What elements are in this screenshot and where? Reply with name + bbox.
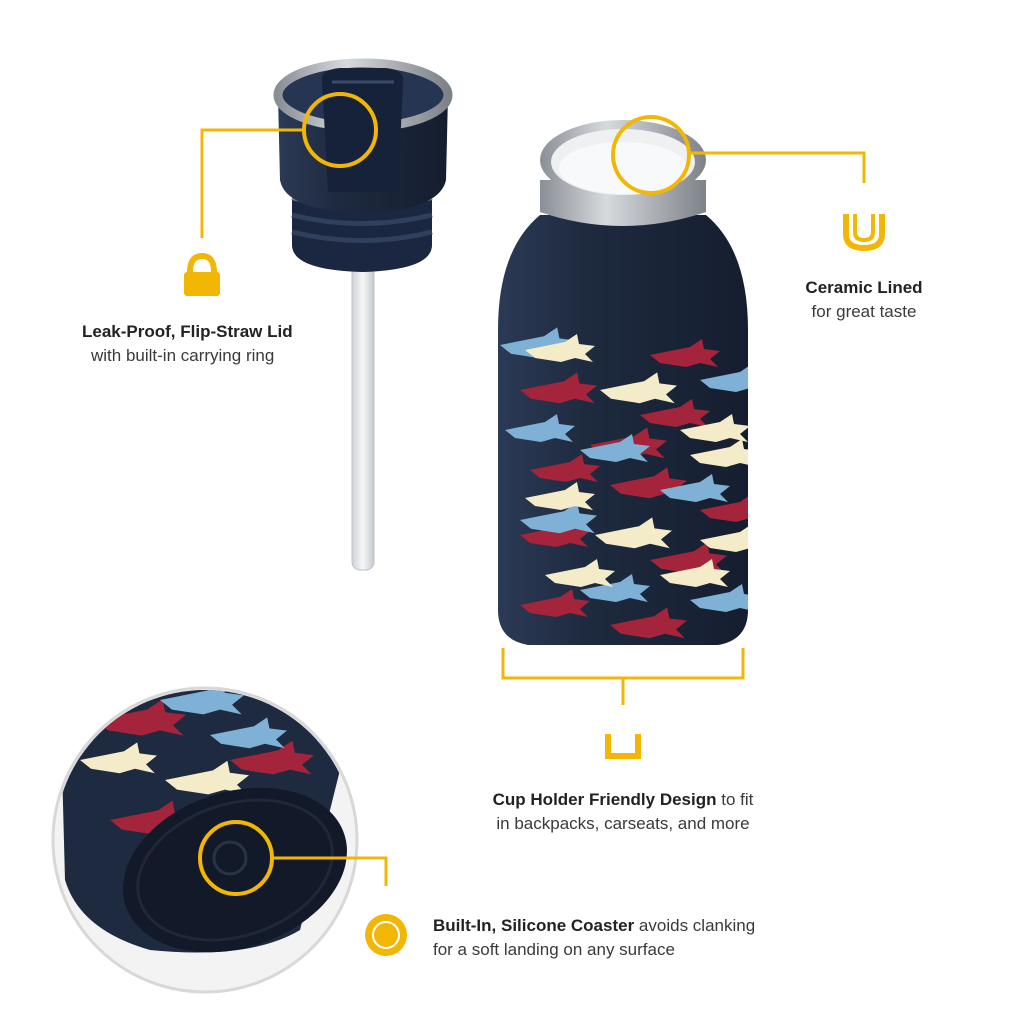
coaster-callout <box>198 820 388 896</box>
ceramic-callout <box>611 115 866 195</box>
lid-subtitle: with built-in carrying ring <box>91 346 275 365</box>
ceramic-interior <box>559 142 687 194</box>
magnified-base <box>51 686 359 994</box>
coaster-title-suffix: avoids clanking <box>634 916 756 935</box>
lid-caption: Leak-Proof, Flip-Straw Lid with built-in… <box>82 320 293 368</box>
ceramic-subtitle: for great taste <box>811 302 917 321</box>
coaster-disc-icon <box>365 914 407 956</box>
ceramic-caption: Ceramic Lined for great taste <box>784 276 944 324</box>
coaster-title: Built-In, Silicone Coaster <box>433 916 635 935</box>
lid-title: Leak-Proof, Flip-Straw Lid <box>82 322 293 341</box>
water-bottle <box>498 120 748 645</box>
cupholder-title-suffix: to fit <box>716 790 754 809</box>
cup-lining-icon <box>843 214 885 252</box>
cupholder-subtitle: in backpacks, carseats, and more <box>496 814 750 833</box>
coaster-caption: Built-In, Silicone Coaster avoids clanki… <box>433 914 755 962</box>
ceramic-title: Ceramic Lined <box>805 278 923 297</box>
cup-holder-icon <box>605 734 641 759</box>
lid-thread <box>292 200 432 272</box>
lid-callout <box>200 92 378 238</box>
flip-cap <box>321 68 404 192</box>
cupholder-title: Cup Holder Friendly Design <box>492 790 717 809</box>
carry-ring-icon <box>184 252 220 296</box>
cupholder-caption: Cup Holder Friendly Design to fit in bac… <box>448 788 798 836</box>
coaster-subtitle: for a soft landing on any surface <box>433 940 675 959</box>
cupholder-callout <box>501 648 745 705</box>
flip-straw-lid <box>273 58 453 571</box>
straw <box>351 249 375 571</box>
silicone-coaster <box>123 787 347 953</box>
